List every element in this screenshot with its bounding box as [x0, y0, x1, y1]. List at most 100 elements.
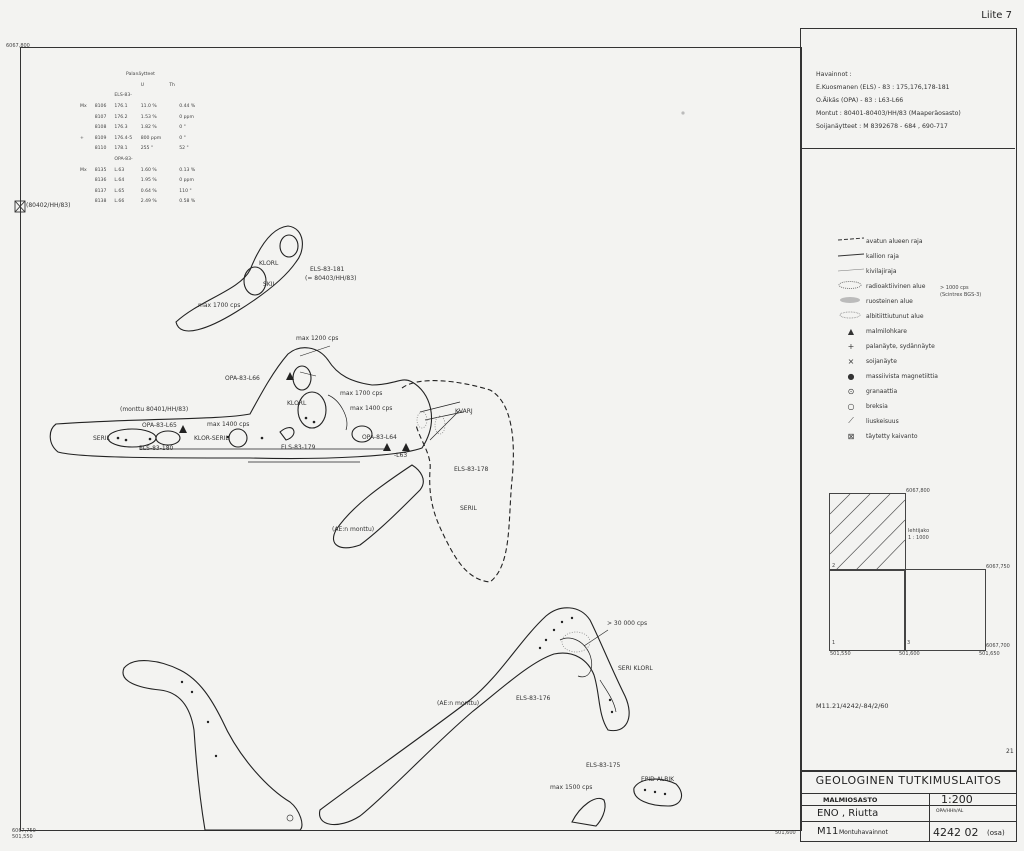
observations-title: Havainnot :	[816, 71, 852, 78]
dash-line-icon	[836, 236, 866, 246]
sample-cell: 178.1	[114, 146, 128, 152]
scintrex-note: > 1000 cps (Scintrex BGS-3)	[940, 285, 982, 298]
lens-icon: ●	[847, 371, 855, 381]
sample-cell: 110 "	[179, 188, 192, 194]
legend-item-x-box: ⊠täytetty kaivanto	[836, 429, 918, 443]
sample-cell: 11.0 %	[140, 103, 157, 109]
observations: Havainnot : E.Kuosmanen (ELS) - 83 : 175…	[816, 68, 961, 133]
legend-label: malmilohkare	[866, 327, 907, 335]
outcrop-els-178	[333, 464, 424, 549]
sample-cell: 8108	[94, 125, 107, 131]
label-els-176: ELS-83-176	[516, 695, 551, 702]
outcrop-epid-albik	[633, 778, 683, 807]
x-box-icon: ⊠	[847, 431, 855, 441]
lens-klor-seril	[228, 428, 248, 448]
sample-cell: 0 ppm	[179, 114, 194, 120]
contact-line-4	[599, 679, 617, 713]
contact-line-1	[279, 427, 295, 441]
sample-cell: 8107	[94, 114, 107, 120]
legend-item-rust-area: ruosteinen alue	[836, 294, 913, 308]
corner-coord-bottom-left: 6067,750 501,550	[12, 828, 36, 840]
cross-icon: ×	[847, 356, 855, 366]
page-number: 21	[1006, 748, 1014, 755]
legend-label: soijanäyte	[866, 357, 897, 365]
sample-cell: 2.49 %	[140, 199, 157, 205]
label-monttu: (monttu 80401/HH/83)	[120, 406, 189, 413]
label-max-1200: max 1200 cps	[296, 335, 339, 342]
ore-boulder-2	[179, 425, 187, 433]
rust-area-icon	[836, 295, 866, 307]
label-skii: SKII	[263, 281, 275, 288]
sample-header-cell: U	[140, 82, 145, 88]
scale: 1:200	[941, 793, 973, 806]
label-klorl-1: KLORL	[259, 260, 279, 267]
index-cell-2-num: 2	[832, 563, 836, 569]
legend-panel	[800, 28, 1017, 772]
sample-cell: L.63	[114, 167, 125, 173]
sample-cell: 0.13 %	[179, 167, 196, 173]
radioactive-area-2	[416, 411, 428, 429]
legend-item-circle: ○ breksia	[836, 399, 888, 413]
sample-row: OPA-83-	[80, 154, 203, 165]
outcrop-els-181	[175, 225, 303, 332]
observations-divider	[800, 148, 1015, 149]
radioactive-area-3	[434, 415, 446, 435]
sample-row: ELS-83-	[80, 91, 203, 102]
label-ae-monttu-2: (AE:n monttu)	[437, 700, 480, 707]
legend-label: breksia	[866, 402, 888, 410]
sample-cell: 8110	[94, 146, 107, 152]
label-max-1500: max 1500 cps	[550, 784, 593, 791]
sample-header-cell: Th	[169, 82, 175, 88]
sample-cell: L.64	[114, 178, 125, 184]
institute-name: GEOLOGINEN TUTKIMUSLAITOS	[815, 774, 1002, 787]
label-filled-trench: (80402/HH/83)	[26, 202, 71, 209]
map-code: M11	[817, 826, 839, 837]
leader-lines	[299, 345, 331, 377]
sample-cell: 255 "	[140, 146, 154, 152]
sample-header-row: U Th	[80, 80, 203, 91]
radioactive-area-icon	[836, 280, 866, 292]
index-right-coord-2: 6067,700	[986, 643, 1010, 649]
plus-icon: +	[847, 341, 855, 351]
solid-line-icon	[836, 251, 866, 261]
title-row-2	[801, 805, 1016, 806]
label-els-181-ref: (= 80403/HH/83)	[305, 275, 357, 282]
sample-cell: 176.3	[114, 125, 128, 131]
excavation-boundary	[401, 380, 514, 583]
label-klor-seril: KLOR-SERIL	[194, 435, 229, 442]
index-bottom-coord-3: 501,650	[979, 651, 1000, 657]
label-gt-30000: > 30 000 cps	[607, 620, 648, 627]
outcrop-els-175	[571, 798, 606, 827]
label-l63: -L63	[394, 452, 408, 459]
leader-30000	[583, 629, 609, 647]
label-seril-1: SERIL	[93, 435, 110, 442]
corner-coord-bottom-right: 501,600	[775, 830, 796, 836]
legend-item-dot-circle: ⊙granaattia	[836, 384, 898, 398]
label-epid-albik: EPID-ALBIK	[641, 776, 675, 783]
garnet-symbol	[286, 814, 294, 822]
label-max-1700-a: max 1700 cps	[198, 302, 241, 309]
sample-cell: 52 "	[179, 146, 189, 152]
filled-trench-symbol	[14, 200, 26, 213]
observation-line-2: O.Äikäs (OPA) - 83 : L63-L66	[816, 97, 904, 104]
label-seril-2: SERIL	[460, 505, 477, 512]
outcrop-west	[122, 660, 303, 831]
observation-line-3: Montut : 80401-80403/HH/83 (Maaperäosast…	[816, 110, 961, 117]
legend-item-lens: ●massiivista magnetiittia	[836, 369, 938, 383]
legend-label: kallion raja	[866, 252, 899, 260]
legend-item-triangle: ▲malmilohkare	[836, 324, 907, 338]
circle-icon: ○	[847, 401, 855, 411]
map-frame	[20, 47, 802, 831]
index-cell-3-num: 3	[907, 640, 911, 646]
legend-label: kivilajiraja	[866, 267, 897, 275]
sample-cell: 8137	[94, 188, 107, 194]
ore-boulder-1	[286, 372, 294, 380]
geology-map	[14, 111, 685, 831]
label-opa-l64: OPA-83-L64	[362, 434, 397, 441]
lens-klorl	[292, 365, 312, 391]
dot-circle-icon: ⊙	[847, 386, 855, 396]
